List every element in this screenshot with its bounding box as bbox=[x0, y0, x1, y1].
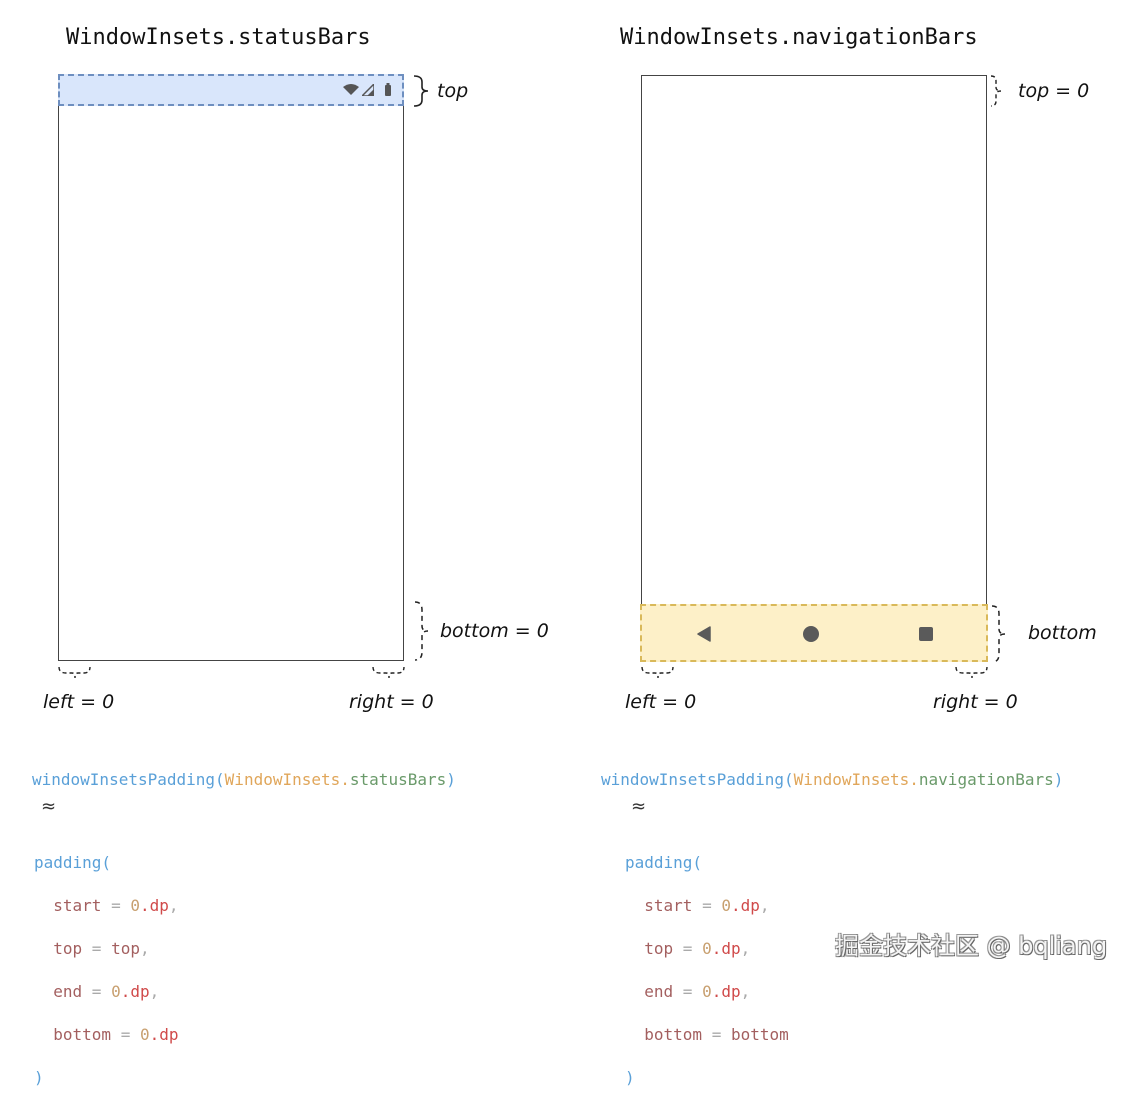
dot: . bbox=[909, 770, 919, 789]
left-phone-frame bbox=[58, 74, 404, 661]
paren-close: ) bbox=[625, 1067, 635, 1087]
bottom-inset-brace bbox=[991, 605, 1006, 663]
code-line-top: top = 0.dp, bbox=[625, 938, 789, 960]
equals: = bbox=[111, 1024, 140, 1044]
class-name: WindowInsets bbox=[224, 770, 341, 789]
number: 0 bbox=[139, 1024, 150, 1044]
number: 0 bbox=[702, 938, 712, 958]
right-right-label: right = 0 bbox=[933, 691, 1018, 713]
right-code-padding: padding( start = 0.dp, top = 0.dp, end =… bbox=[625, 830, 789, 1110]
comma: , bbox=[740, 981, 751, 1001]
cellular-signal-icon bbox=[362, 84, 374, 96]
code-line-bottom: bottom = 0.dp bbox=[34, 1024, 179, 1046]
equals: = bbox=[82, 938, 112, 958]
comma: , bbox=[149, 981, 160, 1001]
unit: .dp bbox=[711, 981, 741, 1001]
unit: .dp bbox=[139, 895, 169, 915]
left-inset-brace bbox=[641, 666, 674, 679]
equals: = bbox=[692, 895, 722, 915]
equals: = bbox=[673, 938, 703, 958]
param: start bbox=[53, 895, 102, 915]
code-line-end: end = 0.dp, bbox=[34, 981, 179, 1003]
left-left-label: left = 0 bbox=[43, 691, 115, 713]
param: bottom bbox=[53, 1024, 112, 1044]
code-line-start: start = 0.dp, bbox=[34, 895, 179, 917]
right-approx-symbol: ≈ bbox=[631, 796, 647, 817]
paren-close: ) bbox=[1053, 770, 1064, 789]
comma: , bbox=[740, 938, 751, 958]
code-line-top: top = top, bbox=[34, 938, 179, 960]
battery-icon bbox=[385, 83, 391, 96]
paren-close: ) bbox=[34, 1067, 44, 1087]
left-code-call: windowInsetsPadding(WindowInsets.statusB… bbox=[32, 769, 456, 791]
param: top bbox=[644, 938, 674, 958]
number: 0 bbox=[111, 981, 121, 1001]
unit: .dp bbox=[711, 938, 741, 958]
comma: , bbox=[168, 895, 179, 915]
unit: .dp bbox=[149, 1024, 179, 1044]
fn-name: windowInsetsPadding bbox=[601, 770, 785, 789]
padding-fn: padding( bbox=[625, 852, 703, 872]
fn-name: windowInsetsPadding bbox=[32, 770, 216, 789]
comma: , bbox=[139, 938, 150, 958]
top-inset-brace bbox=[413, 75, 429, 107]
equals: = bbox=[101, 895, 131, 915]
paren-open: ( bbox=[784, 770, 794, 789]
right-phone-frame bbox=[641, 75, 987, 662]
left-approx-symbol: ≈ bbox=[41, 796, 57, 817]
left-code-padding: padding( start = 0.dp, top = top, end = … bbox=[34, 830, 179, 1110]
equals: = bbox=[82, 981, 112, 1001]
left-bottom-label: bottom = 0 bbox=[440, 620, 549, 642]
back-triangle-icon bbox=[697, 626, 711, 642]
unit: .dp bbox=[730, 895, 760, 915]
paren-open: ( bbox=[215, 770, 225, 789]
property-name: statusBars bbox=[349, 770, 447, 789]
right-code-call: windowInsetsPadding(WindowInsets.navigat… bbox=[601, 769, 1063, 791]
code-line-end: end = 0.dp, bbox=[625, 981, 789, 1003]
padding-fn: padding( bbox=[34, 852, 112, 872]
unit: .dp bbox=[120, 981, 150, 1001]
param: start bbox=[644, 895, 693, 915]
watermark: 掘金技术社区 @ bqliang bbox=[835, 932, 1108, 960]
bottom-inset-brace bbox=[414, 601, 429, 661]
right-inset-brace bbox=[372, 666, 405, 679]
comma: , bbox=[759, 895, 770, 915]
right-inset-brace bbox=[955, 666, 988, 679]
right-left-label: left = 0 bbox=[625, 691, 697, 713]
right-panel-title: WindowInsets.navigationBars bbox=[620, 25, 978, 50]
right-bottom-label: bottom bbox=[1028, 622, 1097, 644]
dot: . bbox=[340, 770, 350, 789]
equals: = bbox=[673, 981, 703, 1001]
left-inset-brace bbox=[58, 666, 91, 679]
recents-square-icon bbox=[919, 627, 933, 641]
value: top bbox=[111, 938, 140, 958]
param: top bbox=[53, 938, 83, 958]
param: end bbox=[644, 981, 674, 1001]
param: end bbox=[53, 981, 83, 1001]
equals: = bbox=[702, 1024, 731, 1044]
left-top-label: top bbox=[437, 80, 469, 102]
home-circle-icon bbox=[803, 626, 819, 642]
number: 0 bbox=[130, 895, 140, 915]
class-name: WindowInsets bbox=[793, 770, 910, 789]
number: 0 bbox=[702, 981, 712, 1001]
number: 0 bbox=[721, 895, 731, 915]
code-line-start: start = 0.dp, bbox=[625, 895, 789, 917]
top-inset-brace bbox=[990, 75, 1002, 107]
left-right-label: right = 0 bbox=[349, 691, 434, 713]
code-line-bottom: bottom = bottom bbox=[625, 1024, 789, 1046]
right-top-label: top = 0 bbox=[1018, 80, 1090, 102]
property-name: navigationBars bbox=[918, 770, 1054, 789]
value: bottom bbox=[730, 1024, 789, 1044]
status-bar-highlight bbox=[58, 74, 404, 106]
navigation-bar-highlight bbox=[640, 604, 988, 662]
wifi-icon bbox=[343, 84, 359, 95]
paren-close: ) bbox=[446, 770, 456, 789]
param: bottom bbox=[644, 1024, 703, 1044]
left-panel-title: WindowInsets.statusBars bbox=[66, 25, 371, 50]
